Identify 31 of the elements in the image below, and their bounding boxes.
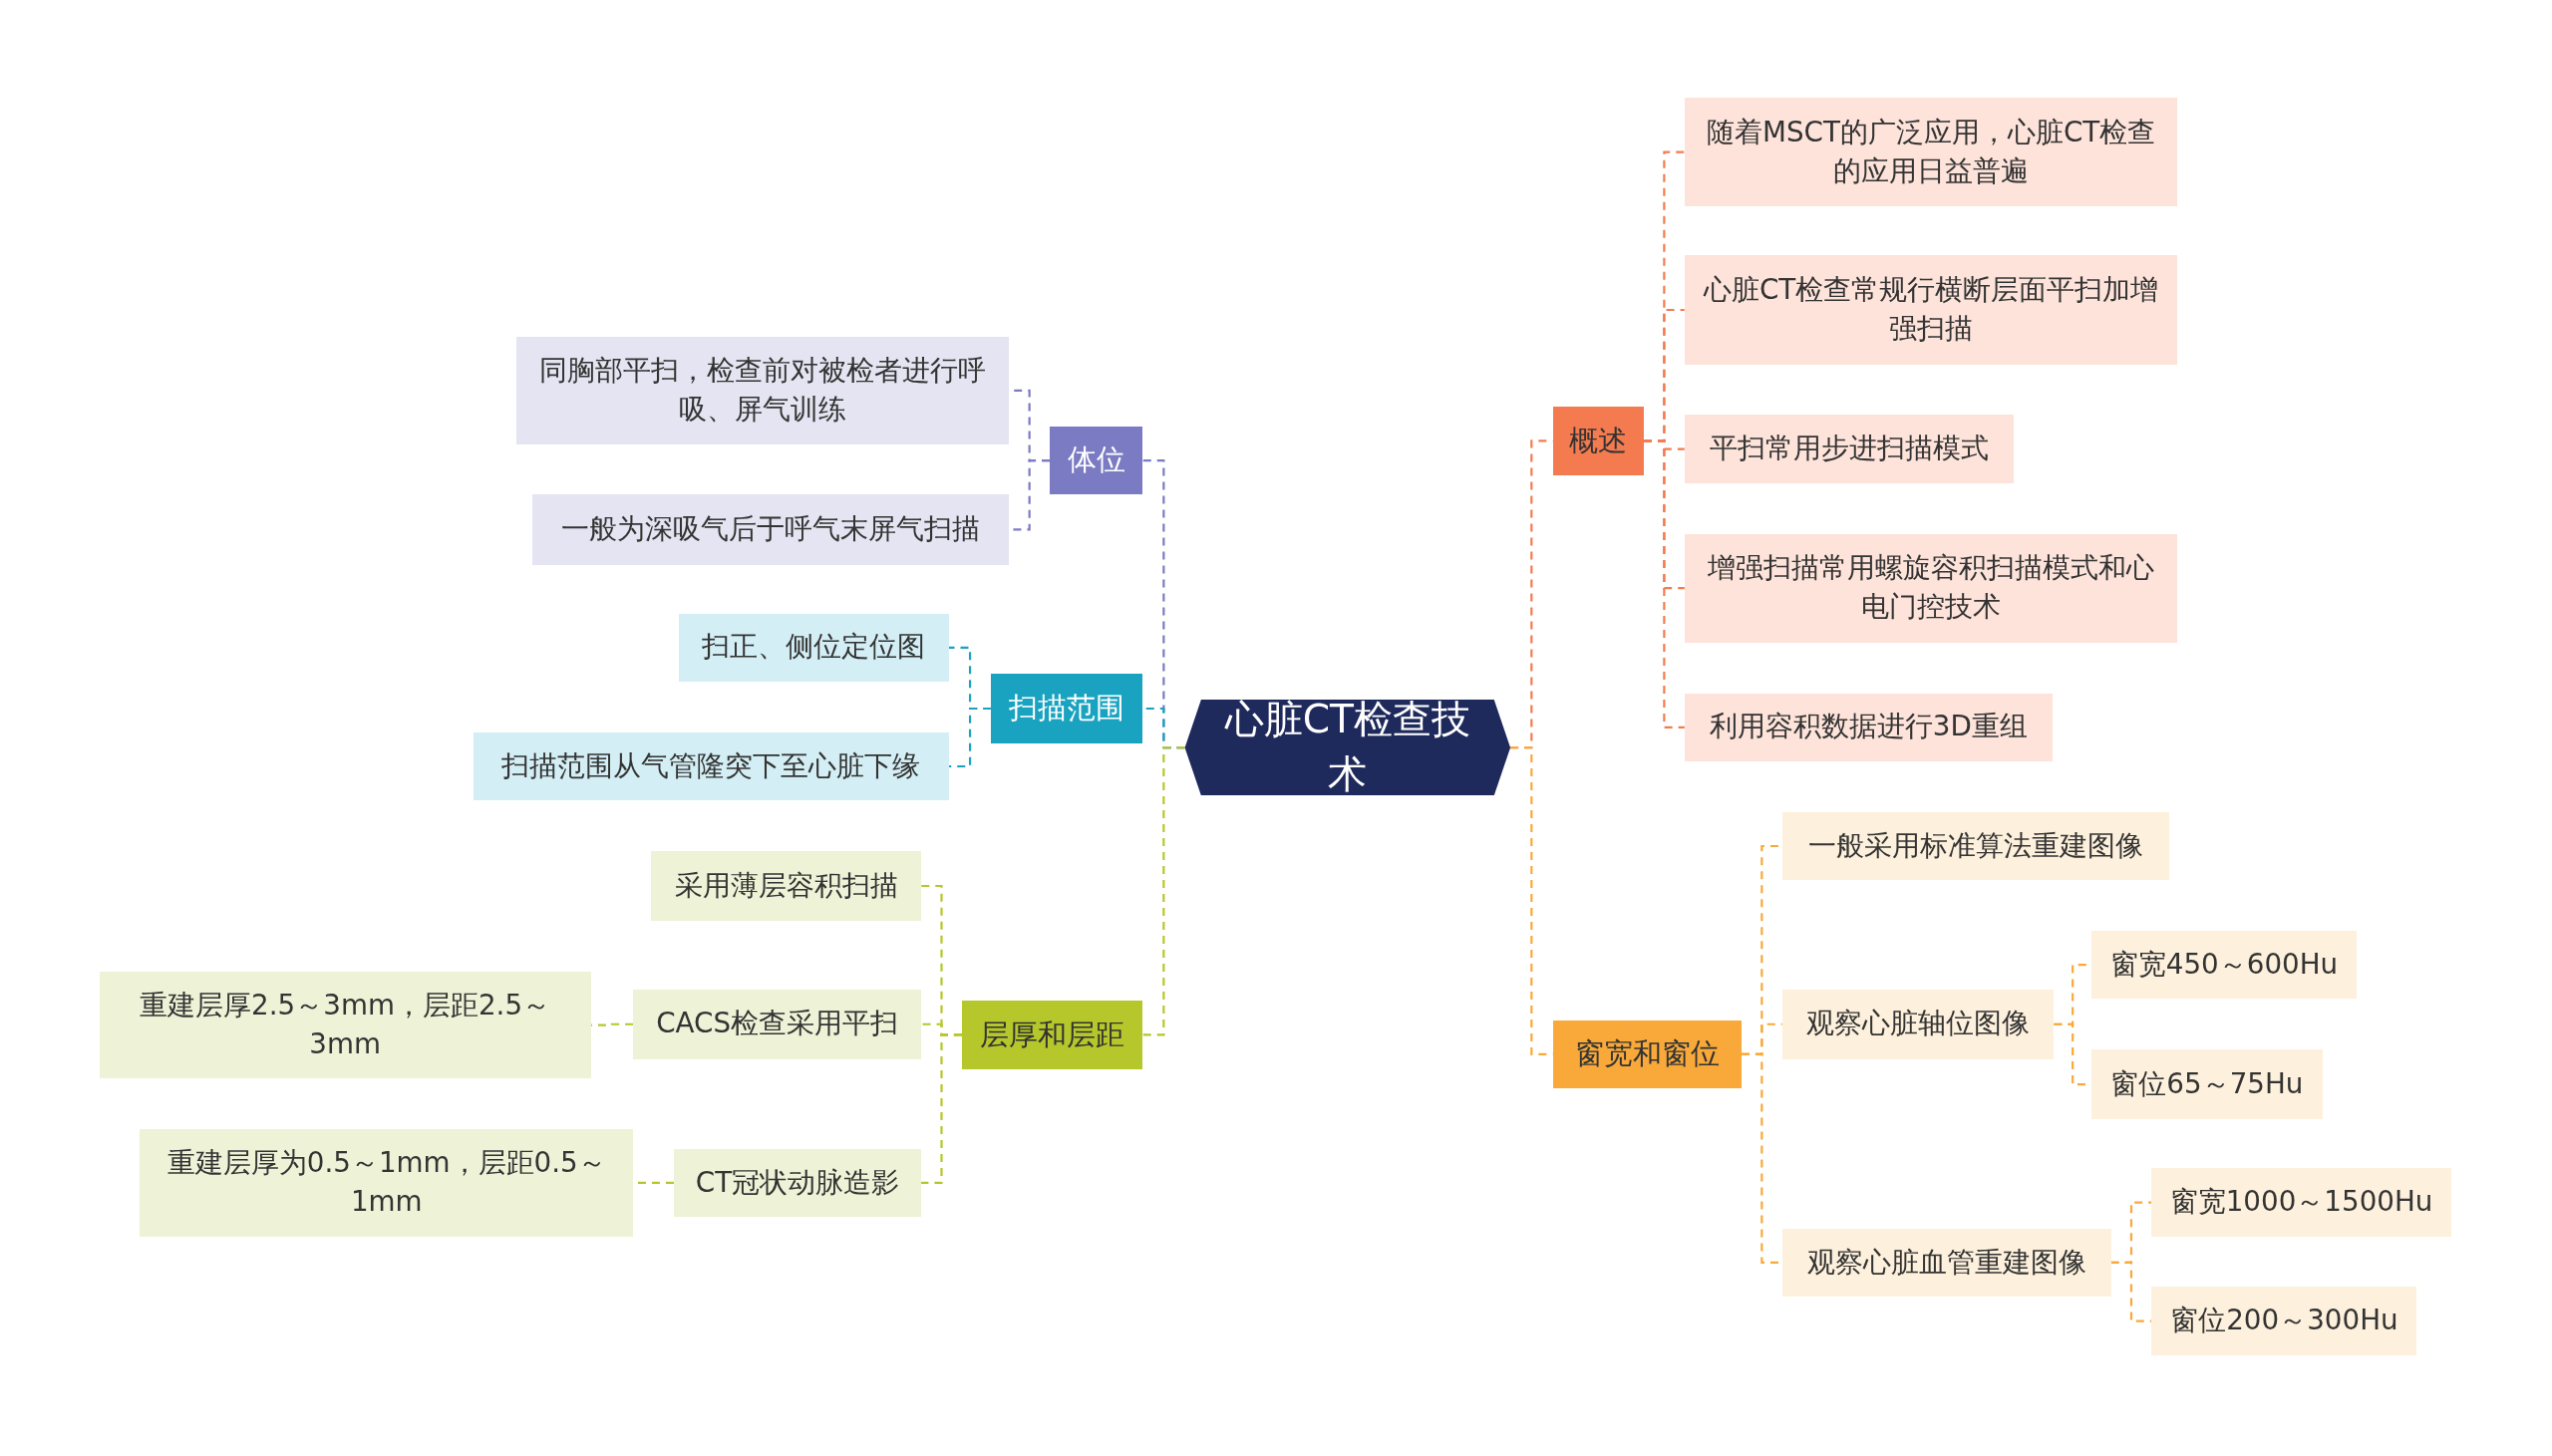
topic-box: 采用薄层容积扫描 [651, 850, 922, 922]
topic-box: CACS检查采用平扫 [633, 989, 922, 1059]
topic-box: 利用容积数据进行3D重组 [1684, 693, 2053, 762]
topic-box: 随着MSCT的广泛应用，心脏CT检查的应用日益普遍 [1684, 97, 2178, 207]
topic-box: 重建层厚2.5～3mm，层距2.5～3mm [99, 971, 591, 1079]
topic-box: CT冠状动脉造影 [673, 1148, 922, 1218]
topic-box: 同胸部平扫，检查前对被检者进行呼吸、屏气训练 [515, 336, 1010, 444]
topic-box: 窗位65～75Hu [2090, 1049, 2323, 1120]
branch-box: 概述 [1552, 407, 1644, 475]
branch-box: 层厚和层距 [961, 1001, 1143, 1069]
topic-box: 扫正、侧位定位图 [678, 613, 949, 683]
topic-box: 心脏CT检查常规行横断层面平扫加增强扫描 [1684, 255, 2178, 365]
connector-line [921, 1033, 962, 1185]
branch-box: 扫描范围 [991, 673, 1143, 744]
branch-box: 体位 [1050, 426, 1143, 495]
connector-line [2110, 1261, 2152, 1322]
connector-line [1644, 439, 1685, 728]
topic-box: 观察心脏轴位图像 [1781, 989, 2055, 1059]
branch-box: 窗宽和窗位 [1552, 1019, 1742, 1089]
topic-box: 增强扫描常用螺旋容积扫描模式和心电门控技术 [1684, 533, 2178, 643]
connector-line [1142, 746, 1185, 1036]
topic-box: 观察心脏血管重建图像 [1781, 1228, 2111, 1298]
topic-box: 窗位200～300Hu [2151, 1287, 2417, 1355]
topic-box: 扫描范围从气管隆突下至心脏下缘 [474, 731, 949, 801]
topic-box: 窗宽1000～1500Hu [2151, 1168, 2451, 1237]
topic-box: 一般为深吸气后于呼气末屏气扫描 [531, 494, 1010, 565]
topic-box: 一般采用标准算法重建图像 [1781, 811, 2170, 881]
topic-box: 重建层厚为0.5～1mm，层距0.5～1mm [140, 1129, 634, 1237]
topic-box: 窗宽450～600Hu [2090, 930, 2358, 1000]
connector-line [948, 707, 992, 768]
topic-box: 平扫常用步进扫描模式 [1684, 415, 2014, 483]
